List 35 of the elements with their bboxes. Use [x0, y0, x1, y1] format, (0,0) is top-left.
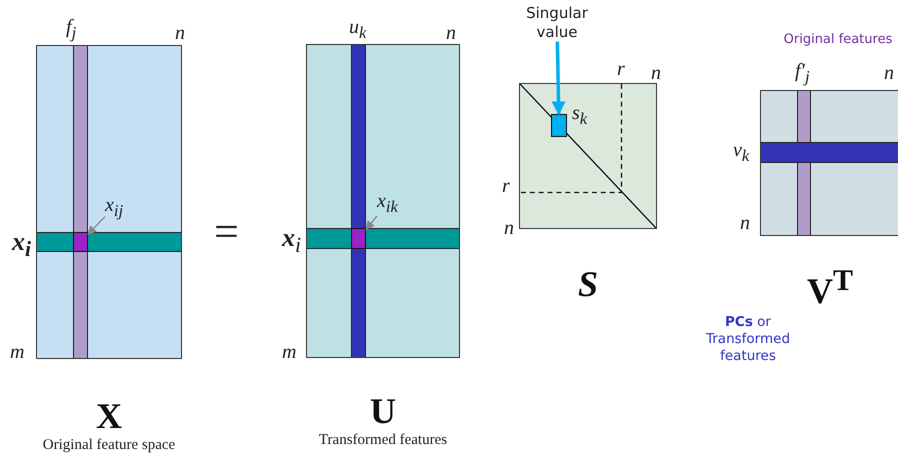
math-label: u$_{k}$: [349, 16, 366, 42]
arrow: [365, 216, 378, 230]
math-label: n: [504, 217, 514, 239]
entry-label: x$_{ij}$: [105, 194, 124, 220]
math-label: n: [884, 62, 894, 84]
annotation-text: Original features: [782, 32, 894, 48]
matrix-caption: Original feature space: [42, 437, 176, 454]
arrow: [552, 41, 566, 116]
entry-label: x$_{ik}$: [377, 190, 398, 216]
math-label: m: [10, 341, 24, 363]
matrix-name: U: [370, 392, 396, 430]
math-label: m: [282, 341, 296, 363]
math-label: n: [740, 212, 750, 234]
matrix-name: S: [578, 265, 598, 303]
math-label: n: [651, 62, 661, 84]
matrix-name: X: [96, 397, 122, 435]
math-label: v$_{k}$: [733, 139, 750, 166]
annotation-text: PCs or Transformed features: [704, 314, 792, 365]
math-label: f$_{j}$: [66, 16, 76, 42]
equals-sign: =: [214, 208, 239, 256]
math-label: n: [446, 22, 456, 44]
arrow: [87, 216, 106, 235]
matrix-name: V$^{T}$: [806, 263, 853, 310]
math-label: x$_{i}$: [12, 228, 32, 262]
math-label: n: [175, 22, 185, 44]
math-label: f′$_{j}$: [795, 60, 810, 86]
math-label: r: [502, 175, 510, 197]
math-label: r: [617, 58, 625, 80]
matrix-entry: [351, 228, 366, 249]
callout-text: Singular value: [517, 4, 597, 42]
math-label: s$_{k}$: [572, 102, 588, 128]
math-label: x$_{i}$: [282, 224, 302, 258]
matrix-entry: [551, 114, 567, 137]
matrix-entry: [73, 232, 88, 252]
matrix-caption: Transformed features: [318, 432, 448, 449]
